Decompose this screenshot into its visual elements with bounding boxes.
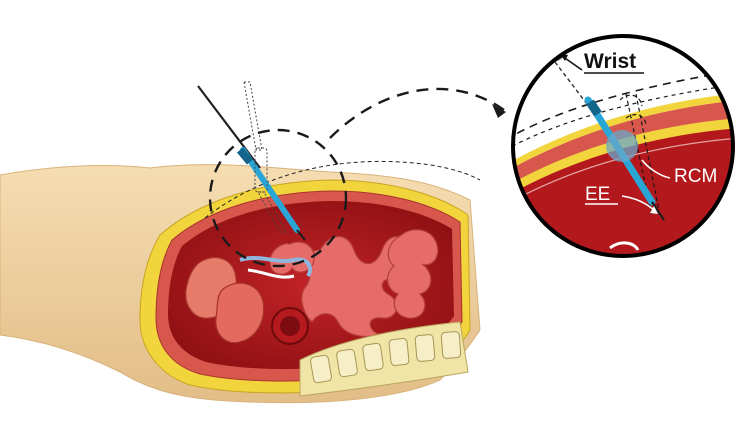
wrist-label: Wrist: [584, 50, 636, 73]
rcm-label: RCM: [674, 166, 717, 187]
arrow-icon: [330, 89, 504, 138]
wrist-joint-icon: [528, 30, 568, 62]
rcm-marker: [606, 130, 638, 162]
zoom-inset: Wrist RCM EE: [500, 30, 740, 270]
body-section: [0, 161, 480, 402]
needle-shaft: [198, 86, 260, 168]
ee-label: EE: [585, 184, 610, 205]
